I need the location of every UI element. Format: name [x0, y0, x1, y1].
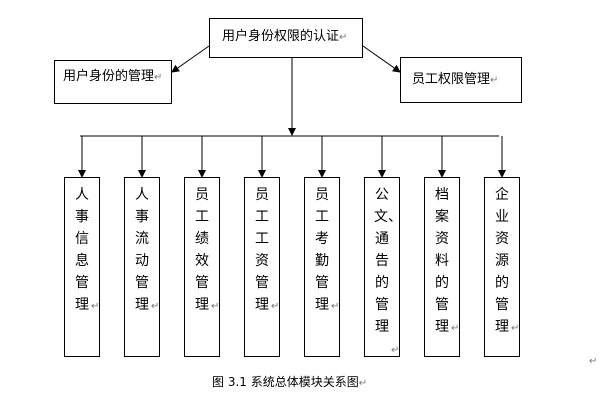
- permission-management-box: 员工权限管理↵: [400, 57, 522, 103]
- module-box-3: 员工绩效管理↵: [184, 177, 220, 357]
- arrow-root-to-left: [171, 45, 210, 73]
- module-paragraph-mark: ↵: [271, 301, 280, 312]
- module-label: 员工工资管理: [255, 187, 269, 313]
- module-paragraph-mark: ↵: [451, 323, 460, 334]
- module-box-8: 企业资源的管理↵: [484, 177, 520, 357]
- paragraph-mark: ↵: [589, 356, 598, 367]
- module-box-4: 员工工资管理↵: [244, 177, 280, 357]
- module-label: 员工考勤管理: [315, 187, 329, 313]
- root-node-box: 用户身份权限的认证↵: [209, 18, 363, 58]
- module-paragraph-mark: ↵: [151, 301, 160, 312]
- figure-caption: 图 3.1 系统总体模块关系图↵: [212, 375, 368, 389]
- module-box-1: 人事信息管理↵: [64, 177, 100, 357]
- module-label: 企业资源的管理: [495, 187, 509, 335]
- module-box-6: 公文、通告的管理 ↵: [364, 177, 402, 357]
- module-drop-arrows: [78, 136, 506, 178]
- identity-management-label: 用户身份的管理↵: [63, 69, 163, 84]
- module-paragraph-mark: ↵: [331, 301, 340, 312]
- permission-management-label: 员工权限管理↵: [412, 72, 499, 87]
- module-label: 人事信息管理: [75, 187, 89, 313]
- module-paragraph-mark: ↵: [211, 301, 220, 312]
- module-label: 人事流动管理: [135, 187, 149, 313]
- module-label: 档案资料的管理: [435, 187, 449, 335]
- root-node-label: 用户身份权限的认证↵: [222, 29, 348, 44]
- module-paragraph-mark: ↵: [91, 301, 100, 312]
- arrow-root-to-right: [362, 45, 401, 73]
- module-label: 员工绩效管理: [195, 187, 209, 313]
- identity-management-box: 用户身份的管理↵: [54, 60, 172, 104]
- module-label: 公文、通告的管理: [374, 187, 402, 335]
- module-paragraph-mark: ↵: [391, 345, 400, 356]
- module-box-5: 员工考勤管理↵: [304, 177, 340, 357]
- module-paragraph-mark: ↵: [511, 323, 520, 334]
- module-box-7: 档案资料的管理↵: [424, 177, 460, 357]
- module-box-2: 人事流动管理↵: [124, 177, 160, 357]
